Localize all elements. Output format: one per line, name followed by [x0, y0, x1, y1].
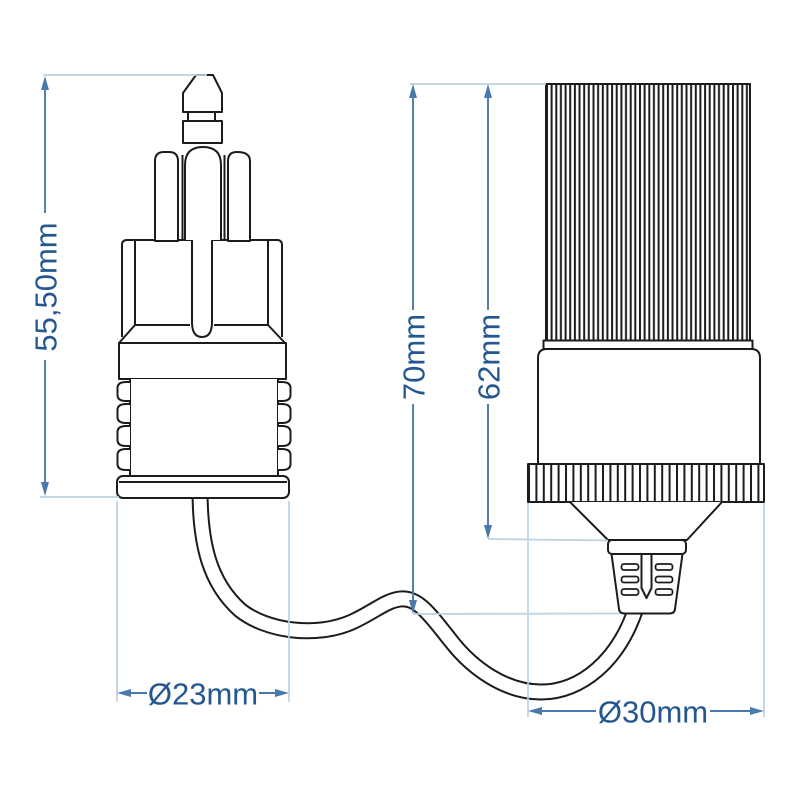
plug-ring — [182, 120, 223, 144]
label-plug-length: 55,50mm — [29, 222, 64, 351]
strain-relief-prong — [640, 554, 653, 599]
plug-shroud-right — [227, 151, 251, 242]
dimension-arrowheads — [41, 76, 764, 715]
label-socket-body-length: 62mm — [472, 314, 507, 400]
dimension-lines — [44, 79, 761, 712]
cigarette-lighter-socket — [527, 83, 765, 615]
label-plug-diameter: Ø23mm — [148, 677, 258, 712]
socket-taper — [569, 501, 723, 541]
dimension-labels: 55,50mm 70mm 62mm Ø23mm Ø30mm — [29, 222, 709, 729]
socket-collar — [537, 348, 761, 465]
plug-collar — [118, 342, 287, 380]
label-socket-diameter: Ø30mm — [598, 695, 708, 730]
plug-neck — [187, 111, 216, 122]
socket-cap — [607, 539, 687, 555]
din-plug — [116, 74, 292, 499]
connecting-cable — [191, 489, 646, 701]
plug-shroud-left — [154, 151, 179, 242]
label-socket-total-length: 70mm — [397, 314, 432, 400]
plug-tip — [182, 74, 223, 113]
socket-finned-body — [545, 83, 751, 342]
plug-base-plate — [116, 475, 290, 499]
strain-relief-vents — [620, 563, 674, 596]
dimension-annotations: 55,50mm 70mm 62mm Ø23mm Ø30mm — [29, 74, 765, 730]
socket-strain-relief — [610, 553, 684, 615]
socket-lip — [542, 339, 754, 350]
plug-grip-ribs — [116, 379, 292, 476]
socket-knurled-ring — [527, 463, 765, 503]
extension-lines — [40, 74, 765, 717]
